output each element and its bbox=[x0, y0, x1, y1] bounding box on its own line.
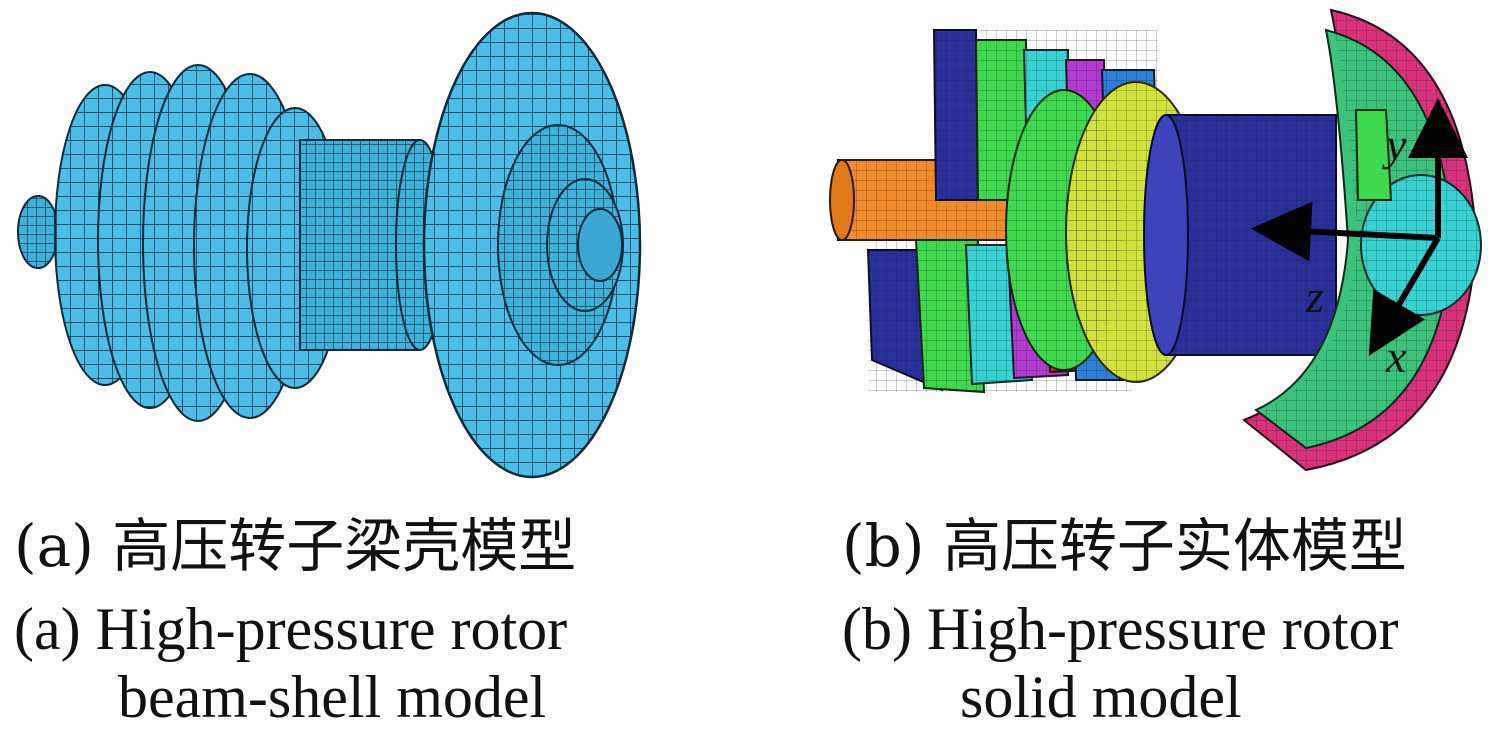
z-axis-arrow bbox=[1251, 201, 1439, 262]
coordinate-axes: y z x bbox=[1251, 98, 1468, 382]
caption-cn-a: (a) 高压转子梁壳模型 bbox=[14, 512, 577, 580]
shaft-stub bbox=[17, 195, 59, 269]
z-axis-label: z bbox=[1305, 271, 1324, 322]
panel-a: (a) 高压转子梁壳模型 (a) High-pressure rotor bea… bbox=[14, 11, 642, 730]
caption-en-b-line2: solid model bbox=[960, 664, 1242, 730]
panel-b: y z x (b) 高压转子实体模型 (b) High-pressure rot… bbox=[746, 0, 1492, 730]
x-axis-arrow bbox=[1368, 236, 1441, 356]
caption-cn-b: (b) 高压转子实体模型 bbox=[842, 512, 1407, 580]
y-axis-label: y bbox=[1382, 119, 1407, 170]
hub-bore bbox=[577, 208, 623, 282]
beam-shell-rotor-figure bbox=[17, 11, 642, 479]
caption-en-a-line1: (a) High-pressure rotor bbox=[14, 596, 568, 662]
caption-en-b-line1: (b) High-pressure rotor bbox=[842, 596, 1399, 662]
solid-rotor-figure: y z x bbox=[829, 8, 1482, 472]
x-axis-label: x bbox=[1385, 331, 1407, 382]
caption-en-a-line2: beam-shell model bbox=[118, 664, 547, 730]
